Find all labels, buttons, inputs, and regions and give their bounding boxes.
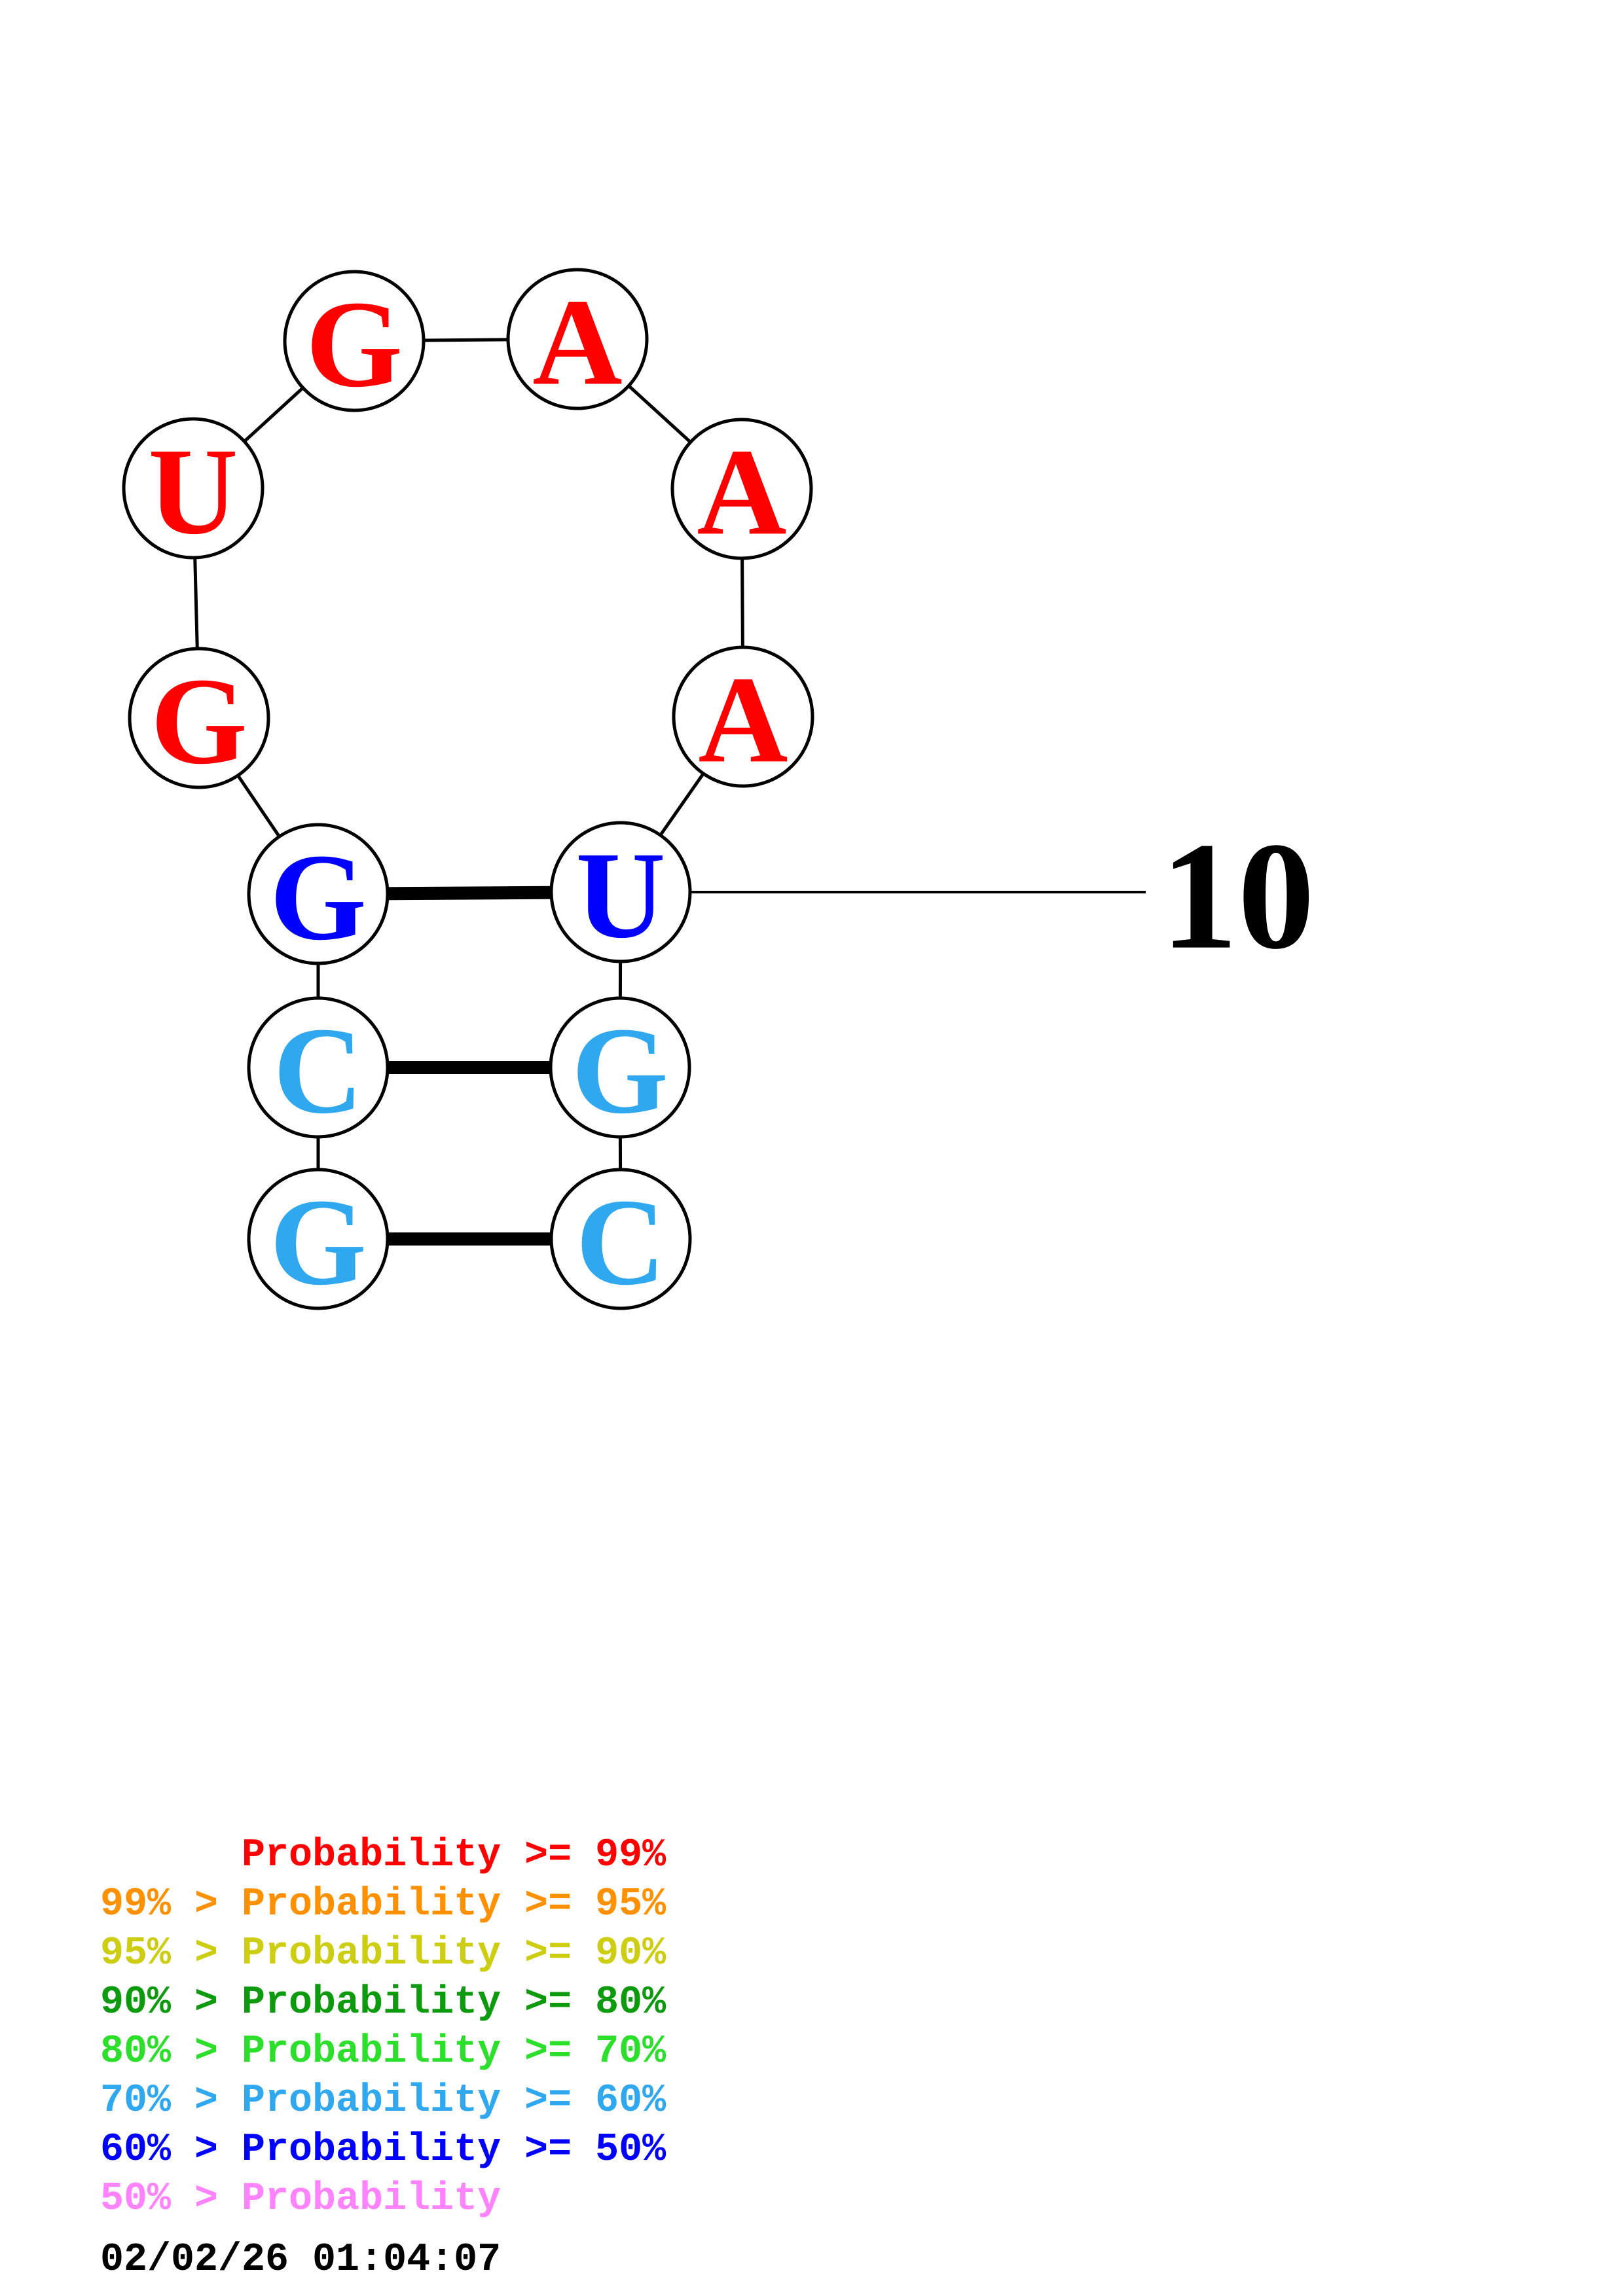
nucleotide-circle-9 — [672, 645, 814, 788]
nucleotide-circle-6 — [283, 270, 426, 412]
legend-item-7: 50% > Probability — [100, 2177, 501, 2221]
nucleotide-circle-11 — [549, 996, 691, 1139]
nucleotide-circle-5 — [122, 417, 264, 560]
nucleotide-base-1: G — [270, 1174, 367, 1311]
nucleotide-circle-7 — [506, 268, 649, 410]
nucleotide-circle-2 — [247, 996, 390, 1139]
nucleotide-base-5: U — [148, 423, 238, 560]
nucleotide-base-4: G — [151, 653, 247, 790]
nucleotide-base-11: G — [572, 1002, 668, 1139]
nucleotide-circle-8 — [670, 418, 813, 560]
legend-item-4: 80% > Probability >= 70% — [100, 2030, 666, 2074]
nucleotide-base-3: G — [270, 829, 367, 966]
nucleotide-base-6: G — [306, 276, 403, 413]
nucleotide-circle-12 — [549, 1168, 692, 1310]
probability-legend: Probability >= 99%99% > Probability >= 9… — [100, 1831, 666, 2224]
nucleotide-base-2: C — [273, 1002, 363, 1139]
legend-item-6: 60% > Probability >= 50% — [100, 2128, 666, 2172]
nucleotide-circle-1 — [247, 1168, 390, 1310]
nucleotide-circle-10 — [549, 821, 692, 963]
nucleotide-circle-3 — [247, 823, 390, 965]
legend-item-1: 99% > Probability >= 95% — [100, 1882, 666, 1927]
timestamp: 02/02/26 01:04:07 — [100, 2238, 501, 2282]
nucleotide-base-7: A — [532, 274, 622, 411]
nucleotide-base-10: U — [575, 827, 665, 964]
legend-item-3: 90% > Probability >= 80% — [100, 1981, 666, 2025]
legend-item-5: 70% > Probability >= 60% — [100, 2079, 666, 2123]
legend-item-0: Probability >= 99% — [100, 1833, 666, 1878]
nucleotide-circle-4 — [128, 647, 270, 789]
legend-item-2: 95% > Probability >= 90% — [100, 1931, 666, 1976]
nucleotide-base-8: A — [697, 423, 786, 561]
nucleotide-base-9: A — [698, 651, 788, 789]
sequence-number-label: 10 — [1161, 811, 1315, 981]
nucleotide-base-12: C — [575, 1174, 665, 1311]
